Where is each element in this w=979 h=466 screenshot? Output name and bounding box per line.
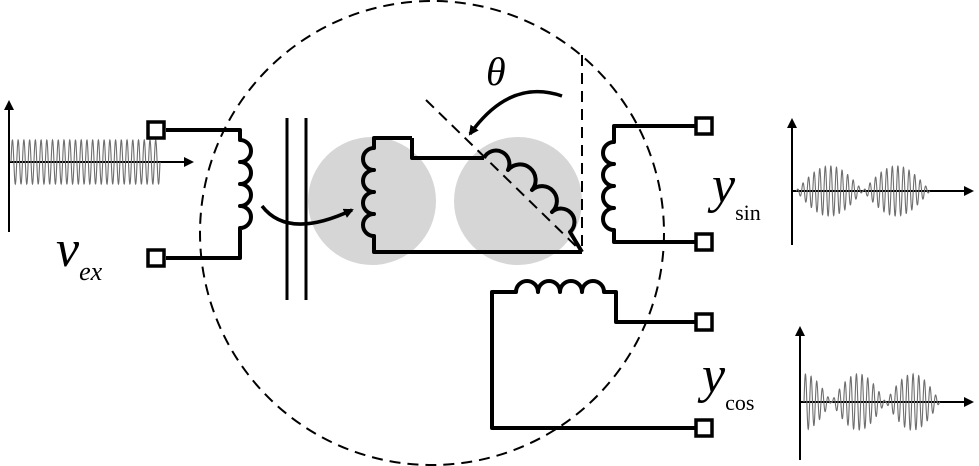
sin-output-plot bbox=[787, 118, 974, 245]
theta-label: θ bbox=[486, 49, 506, 94]
rotor-disc-right bbox=[454, 137, 582, 265]
excitation-waveform bbox=[10, 138, 161, 186]
sin-output-waveform bbox=[795, 165, 931, 217]
rotor-axis bbox=[425, 99, 583, 253]
sin-output-label: ysin bbox=[712, 157, 761, 224]
coupling-arrow bbox=[260, 204, 354, 226]
sin-terminal-top bbox=[694, 116, 714, 136]
cos-output-label: ycos bbox=[702, 347, 754, 414]
primary-terminal-bottom bbox=[146, 248, 166, 268]
excitation-plot bbox=[3, 100, 194, 232]
rotor-disc-left bbox=[308, 137, 436, 265]
cos-terminal-bottom bbox=[694, 418, 714, 438]
housing-circle bbox=[199, 0, 665, 466]
cos-label-sub: cos bbox=[725, 390, 755, 415]
primary-terminal-top bbox=[146, 120, 166, 140]
sin-label-main: y bbox=[712, 157, 736, 214]
cos-output-waveform bbox=[803, 372, 941, 432]
excitation-label-sub: ex bbox=[79, 257, 103, 286]
excitation-label: vex bbox=[56, 221, 102, 285]
theta-arrow bbox=[468, 89, 563, 136]
sin-terminal-bottom bbox=[694, 232, 714, 252]
cos-label-main: y bbox=[702, 347, 726, 404]
sin-winding bbox=[601, 124, 696, 244]
cos-output-plot bbox=[795, 326, 974, 460]
cos-terminal-top bbox=[694, 312, 714, 332]
rotor-winding bbox=[361, 136, 584, 254]
primary-winding bbox=[166, 128, 253, 260]
excitation-label-main: v bbox=[56, 221, 80, 278]
sin-label-sub: sin bbox=[735, 200, 761, 225]
cos-winding bbox=[490, 279, 696, 430]
